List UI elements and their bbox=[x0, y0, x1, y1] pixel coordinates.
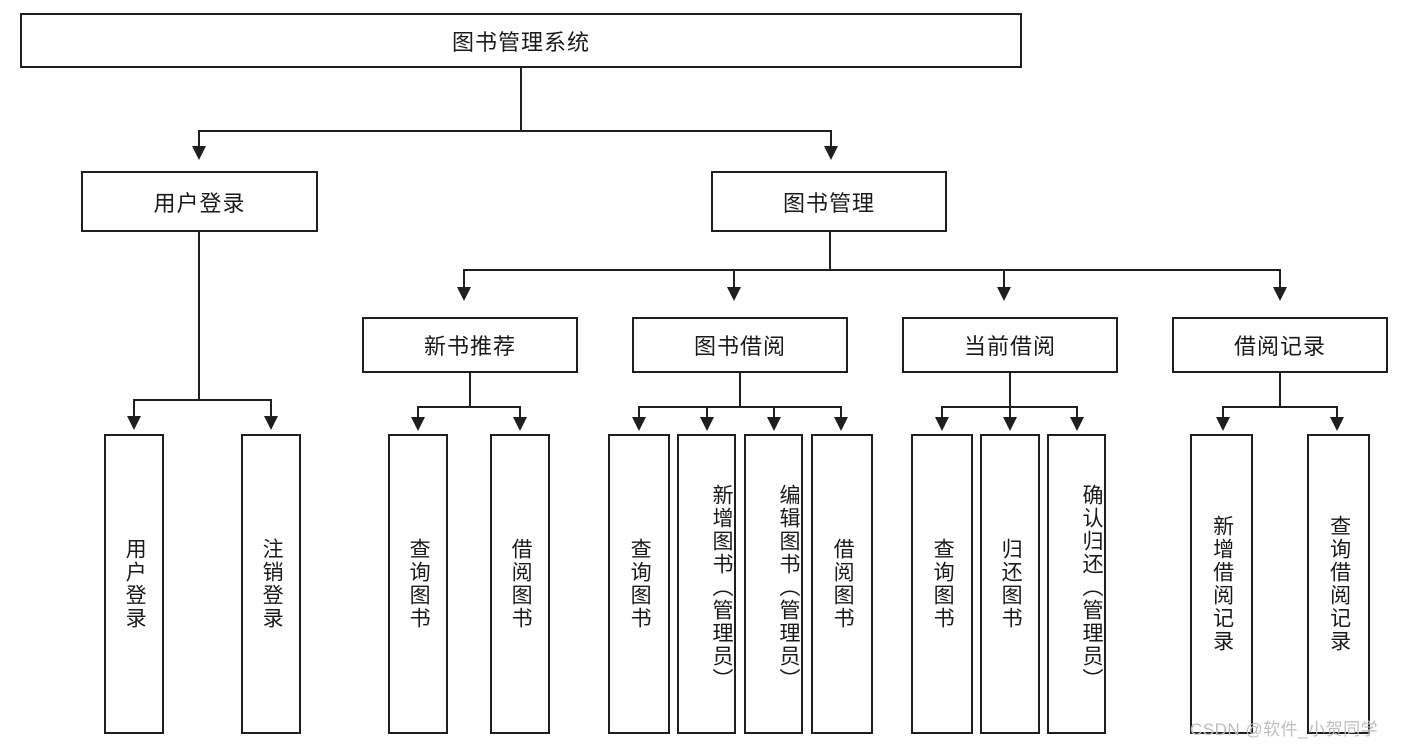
edge-bookmgmt-branch-2 bbox=[733, 269, 735, 288]
edge-currentborrow-branch-2 bbox=[1009, 406, 1011, 419]
arrow-icon-borrowrecord-leaf-1 bbox=[1216, 417, 1230, 431]
node-book-borrow[interactable]: 图书借阅 bbox=[632, 317, 848, 373]
watermark: CSDN @软件_小贺同学 bbox=[1190, 720, 1379, 739]
arrow-icon-to-bookmgmt bbox=[824, 146, 838, 160]
leaf-label: 归还图书 bbox=[999, 538, 1023, 630]
leaf-borrow-book-recommend[interactable]: 借阅图书 bbox=[490, 434, 550, 734]
edge-bookborrow-bus bbox=[638, 406, 842, 408]
leaf-return-book[interactable]: 归还图书 bbox=[980, 434, 1040, 734]
arrow-icon-currentborrow-leaf-3 bbox=[1070, 417, 1084, 431]
edge-bookmgmt-branch-4 bbox=[1279, 269, 1281, 288]
edge-bookborrow-branch-3 bbox=[773, 406, 775, 419]
arrow-icon-login-leaf-2 bbox=[264, 416, 278, 430]
edge-root-to-bookmgmt bbox=[830, 130, 832, 148]
edge-currentborrow-branch-3 bbox=[1076, 406, 1078, 419]
leaf-label: 确认归还（管理员） bbox=[1080, 483, 1103, 691]
arrow-icon-bookborrow-leaf-1 bbox=[632, 417, 646, 431]
arrow-icon-to-borrow-record bbox=[1273, 287, 1287, 301]
edge-borrowrecord-stem bbox=[1279, 373, 1281, 407]
node-new-book-recommend[interactable]: 新书推荐 bbox=[362, 317, 578, 373]
node-label: 图书管理系统 bbox=[451, 29, 590, 55]
edge-root-stem bbox=[520, 68, 522, 131]
edge-bookborrow-branch-1 bbox=[638, 406, 640, 419]
leaf-label: 查询图书 bbox=[407, 538, 431, 630]
node-label: 新书推荐 bbox=[423, 334, 516, 359]
leaf-query-book-current[interactable]: 查询图书 bbox=[911, 434, 973, 734]
leaf-query-borrow-record[interactable]: 查询借阅记录 bbox=[1307, 434, 1370, 734]
leaf-label: 用户登录 bbox=[123, 538, 147, 630]
edge-root-to-login bbox=[198, 130, 200, 148]
edge-root-bus bbox=[198, 130, 832, 132]
node-borrow-record[interactable]: 借阅记录 bbox=[1172, 317, 1388, 373]
arrow-icon-newbook-leaf-2 bbox=[513, 417, 527, 431]
edge-login-branch-2 bbox=[270, 399, 272, 418]
node-current-borrow[interactable]: 当前借阅 bbox=[902, 317, 1118, 373]
node-root-system[interactable]: 图书管理系统 bbox=[20, 13, 1022, 68]
node-label: 图书借阅 bbox=[693, 334, 786, 359]
node-label: 借阅记录 bbox=[1233, 334, 1326, 359]
edge-borrowrecord-branch-1 bbox=[1222, 406, 1224, 419]
leaf-logout[interactable]: 注销登录 bbox=[241, 434, 301, 734]
edge-borrowrecord-branch-2 bbox=[1336, 406, 1338, 419]
edge-bookborrow-branch-4 bbox=[840, 406, 842, 419]
arrow-icon-borrowrecord-leaf-2 bbox=[1330, 417, 1344, 431]
arrow-icon-newbook-leaf-1 bbox=[411, 417, 425, 431]
edge-bookborrow-stem bbox=[739, 373, 741, 407]
edge-newbook-stem bbox=[469, 373, 471, 407]
leaf-query-book-borrow[interactable]: 查询图书 bbox=[608, 434, 670, 734]
arrow-icon-to-login bbox=[192, 146, 206, 160]
leaf-label: 查询图书 bbox=[931, 538, 955, 630]
leaf-add-borrow-record[interactable]: 新增借阅记录 bbox=[1190, 434, 1253, 734]
leaf-label: 查询图书 bbox=[628, 538, 652, 630]
edge-bookmgmt-stem bbox=[829, 232, 831, 270]
edge-login-branch-1 bbox=[133, 399, 135, 418]
arrow-icon-bookborrow-leaf-3 bbox=[767, 417, 781, 431]
edge-newbook-branch-2 bbox=[519, 406, 521, 419]
edge-bookmgmt-branch-3 bbox=[1003, 269, 1005, 288]
leaf-edit-book-admin[interactable]: 编辑图书（管理员） bbox=[744, 434, 803, 734]
node-label: 当前借阅 bbox=[963, 334, 1056, 359]
edge-newbook-bus bbox=[417, 406, 521, 408]
arrow-icon-login-leaf-1 bbox=[127, 416, 141, 430]
edge-currentborrow-stem bbox=[1009, 373, 1011, 407]
leaf-label: 新增借阅记录 bbox=[1210, 515, 1234, 653]
arrow-icon-currentborrow-leaf-2 bbox=[1003, 417, 1017, 431]
edge-currentborrow-branch-1 bbox=[941, 406, 943, 419]
arrow-icon-to-book-borrow bbox=[727, 287, 741, 301]
arrow-icon-bookborrow-leaf-2 bbox=[700, 417, 714, 431]
edge-bookmgmt-branch-1 bbox=[463, 269, 465, 288]
leaf-label: 注销登录 bbox=[260, 538, 284, 630]
edge-bookborrow-branch-2 bbox=[706, 406, 708, 419]
leaf-confirm-return-admin[interactable]: 确认归还（管理员） bbox=[1047, 434, 1106, 734]
node-book-management[interactable]: 图书管理 bbox=[711, 171, 947, 232]
leaf-query-book-recommend[interactable]: 查询图书 bbox=[388, 434, 448, 734]
edge-login-bus bbox=[133, 399, 272, 401]
leaf-label: 借阅图书 bbox=[509, 538, 533, 630]
arrow-icon-bookborrow-leaf-4 bbox=[834, 417, 848, 431]
leaf-add-book-admin[interactable]: 新增图书（管理员） bbox=[677, 434, 736, 734]
edge-login-stem bbox=[198, 232, 200, 400]
edge-borrowrecord-bus bbox=[1222, 406, 1338, 408]
leaf-label: 查询借阅记录 bbox=[1327, 515, 1351, 653]
leaf-label: 新增图书（管理员） bbox=[710, 483, 733, 691]
arrow-icon-to-new-book bbox=[457, 287, 471, 301]
leaf-label: 编辑图书（管理员） bbox=[777, 483, 800, 691]
edge-newbook-branch-1 bbox=[417, 406, 419, 419]
edge-bookmgmt-bus bbox=[463, 269, 1281, 271]
node-label: 图书管理 bbox=[782, 190, 875, 216]
leaf-user-login[interactable]: 用户登录 bbox=[104, 434, 164, 734]
arrow-icon-to-current-borrow bbox=[997, 287, 1011, 301]
node-label: 用户登录 bbox=[153, 190, 246, 216]
leaf-label: 借阅图书 bbox=[831, 538, 855, 630]
leaf-borrow-book[interactable]: 借阅图书 bbox=[811, 434, 873, 734]
node-user-login[interactable]: 用户登录 bbox=[81, 171, 318, 232]
arrow-icon-currentborrow-leaf-1 bbox=[935, 417, 949, 431]
